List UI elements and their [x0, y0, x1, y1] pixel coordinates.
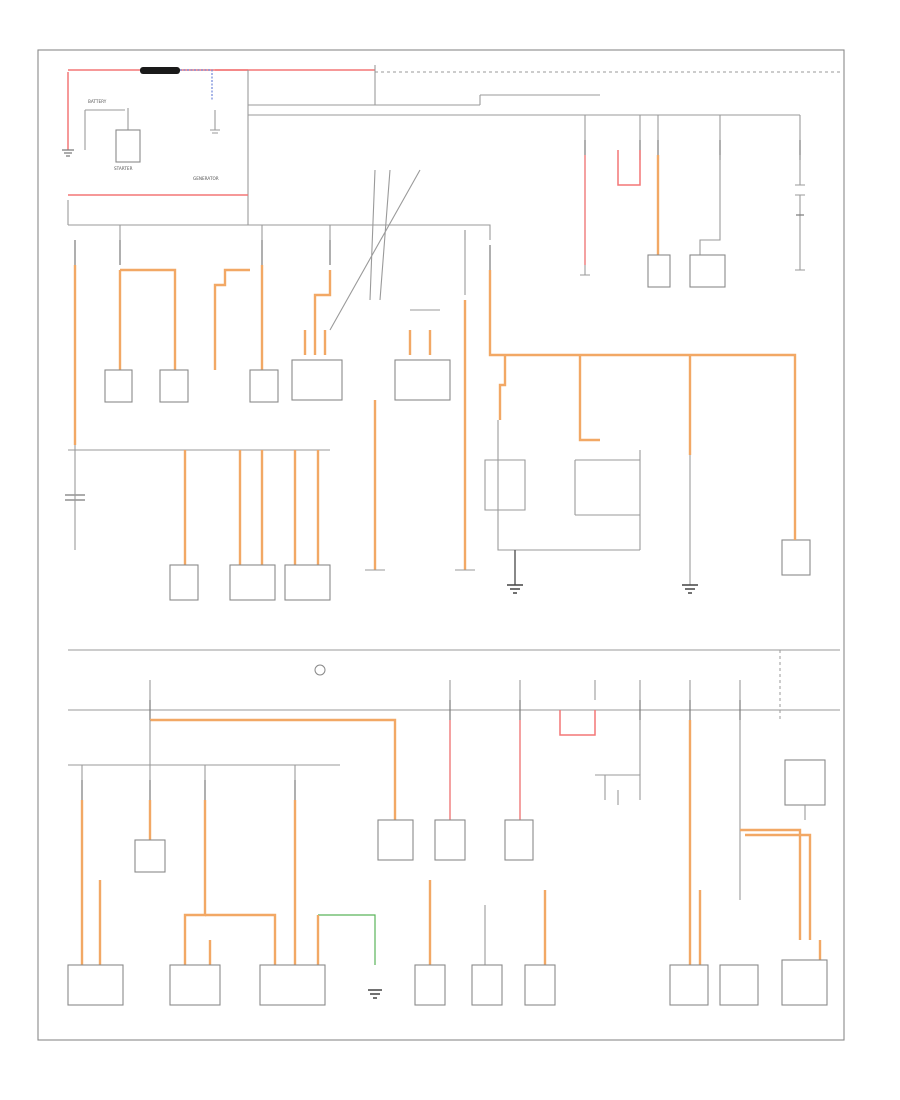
component-box	[249, 369, 279, 403]
component-box	[781, 539, 811, 576]
generator-label: GENERATOR	[193, 176, 219, 181]
underhood-fuse-block	[247, 65, 840, 200]
row2-circuits	[73, 169, 491, 445]
diagram-frame	[37, 49, 845, 1041]
row3-circuits	[65, 300, 475, 601]
component-box	[394, 359, 451, 401]
component-box	[291, 359, 343, 401]
relay-center-section	[484, 270, 811, 594]
starter-box	[115, 129, 141, 163]
lower-circuits	[67, 720, 828, 1006]
component-box	[104, 369, 133, 403]
instrument-panel-fuse-block	[68, 649, 840, 720]
top-right-components	[580, 235, 805, 288]
starter-label: STARTER	[114, 166, 133, 171]
battery-cable-icon	[140, 67, 180, 74]
battery-label: BATTERY	[88, 99, 107, 104]
battery-section: BATTERY STARTER GENERATOR	[62, 67, 375, 181]
component-box	[159, 369, 189, 403]
